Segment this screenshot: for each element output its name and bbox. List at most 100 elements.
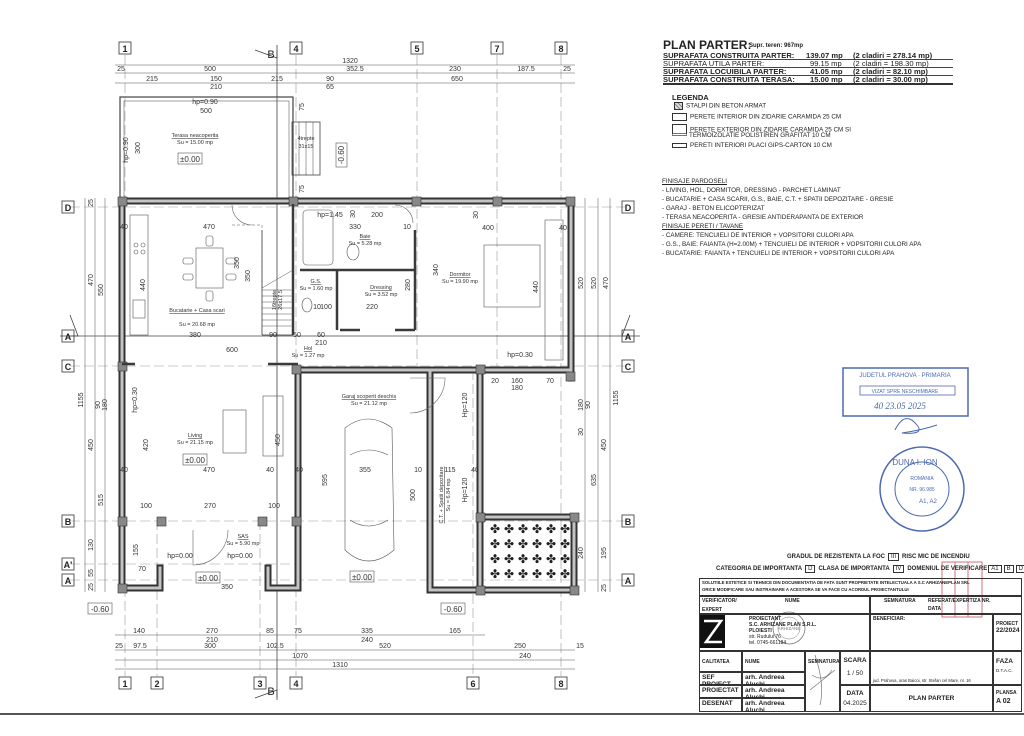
dimension-text: 70: [138, 566, 146, 573]
car-outline: [344, 418, 395, 562]
plant-icon: ✤: [490, 552, 500, 566]
sheet-number: A 02: [996, 698, 1011, 705]
dimension-text: 90: [269, 332, 277, 339]
interior-wall-swatch-icon: [672, 113, 687, 121]
verification-domain: B: [1003, 565, 1014, 573]
dimension-text: 100: [140, 503, 152, 510]
floor-finish: - GARAJ - BETON ELICOPTERIZAT: [662, 205, 765, 212]
fire-resistance-value: III: [888, 553, 900, 561]
legend-label: PERETE INTERIOR DIN ZIDARIE CARAMIDA 25 …: [690, 113, 842, 121]
verification-domain: A1: [988, 565, 1002, 573]
dimension-text: 520: [578, 277, 585, 289]
dimension-lines: [84, 64, 611, 670]
plant-icon: ✤: [490, 522, 500, 536]
area-label: SUPRAFATA LOCUIBILA PARTER:: [663, 67, 787, 76]
grid-label: A: [625, 576, 632, 586]
plant-icon: ✤: [490, 567, 500, 581]
verifier-stamp: DUNA I. ION ROMANIA NR. 96.985 A1, A2: [879, 446, 965, 532]
top-dimensions: 1320 25 500 352.5 230 187.5 25 215 150 2…: [117, 58, 571, 91]
dimension-text: 100: [268, 503, 280, 510]
dimension-text: 470: [88, 274, 95, 286]
dimension-text: 180: [102, 399, 109, 411]
dimension-text: 115: [444, 467, 455, 474]
plant-icon: ✤: [532, 522, 542, 536]
dimension-text: 270: [204, 503, 216, 510]
left-dimensions: 25 470 550 1155 90 180 450 515 130 55 25: [78, 199, 109, 591]
sheet-border: [0, 713, 1024, 715]
grid-label: 2: [154, 679, 159, 689]
dimension-text: 195: [601, 547, 608, 559]
legend-label: PERETE EXTERIOR DIN ZIDARIE CARAMIDA 25 …: [690, 126, 851, 134]
sheet-label: PLANSA: [996, 690, 1017, 696]
dimension-text: 300: [135, 142, 142, 154]
column-hatch-icon: [674, 102, 683, 110]
role-label: SEF PROIECT: [699, 672, 742, 688]
wall-finishes-title: FINISAJE PERETI / TAVANE: [662, 223, 744, 230]
exterior-wall-swatch-icon: [672, 124, 687, 136]
room-name: Dormitor: [449, 272, 470, 278]
dimension-text: 15: [576, 643, 584, 650]
room-name: Garaj scoperit deschis: [342, 394, 397, 400]
svg-text:ARHIZANE: ARHIZANE: [778, 626, 801, 631]
wall-finish: - CAMERE: TENCUIELI DE INTERIOR + VOPSIT…: [662, 232, 854, 239]
wall-finish: - G.S., BAIE: FAIANTA (H=2.00M) + TENCUI…: [662, 241, 922, 248]
grid-label: 8: [558, 44, 563, 54]
expert-label: EXPERT: [702, 607, 723, 613]
dimension-text: 1310: [332, 662, 348, 669]
bottom-dimensions: 140 270 85 75 335 165 210 240 25 97.5 30…: [115, 628, 584, 669]
dimension-text: 155: [133, 544, 140, 556]
dimension-text: 25: [88, 583, 95, 591]
dimension-text: 100: [320, 304, 332, 311]
area-value: 41.05 mp: [810, 67, 843, 76]
verification-domain: D: [1015, 565, 1024, 573]
level-marker: ±0.00: [180, 155, 201, 164]
grid-label: 7: [494, 44, 499, 54]
area-total: (2 cladiri = 30.00 mp): [853, 75, 928, 84]
dimension-text: 75: [299, 103, 306, 111]
role-name: arh. Andreea Aluchi: [742, 672, 805, 688]
legend-item: PERETE INTERIOR DIN ZIDARIE CARAMIDA 25 …: [672, 113, 841, 121]
dimension-text: 350: [221, 584, 233, 591]
room-name: Bucatarie + Casa scari: [169, 308, 224, 314]
dimension-text: 200: [371, 212, 383, 219]
project-label: PROIECT: [996, 621, 1019, 627]
dimension-text: Hp=120: [462, 478, 469, 503]
plant-icon: ✤: [532, 567, 542, 581]
section-label: B: [267, 49, 274, 61]
stair-note: 26x17.5: [278, 290, 284, 310]
dimension-text: hp=0.30: [132, 387, 139, 413]
grid-label: 1: [122, 44, 127, 54]
svg-text:ROMANIA: ROMANIA: [910, 476, 934, 482]
stair-note: 31x15: [299, 144, 314, 150]
signature-header: SEMNATURA: [805, 651, 840, 712]
land-area-label: Supr. teren:: [749, 43, 783, 49]
dimension-text: 270: [206, 628, 218, 635]
dimension-text: 335: [361, 628, 373, 635]
phase-label: FAZA: [996, 658, 1013, 665]
plant-icon: ✤: [532, 552, 542, 566]
room-area: Su = 1.27 mp: [292, 353, 325, 359]
level-marker: -0.60: [337, 145, 346, 164]
toilet: [346, 243, 360, 261]
dimension-text: 210: [210, 84, 222, 91]
dimension-text: 180: [511, 385, 523, 392]
role-label: DESENAT: [699, 698, 742, 712]
dimension-text: 515: [98, 494, 105, 506]
dimension-text: hp=0.30: [507, 352, 533, 359]
level-marker: ±0.00: [185, 456, 206, 465]
plant-icon: ✤: [560, 552, 570, 566]
scale-label: SCARA: [843, 657, 867, 664]
designer-label: PROIECTANT: [749, 616, 782, 622]
floor-finish: - LIVING, HOL, DORMITOR, DRESSING - PARC…: [662, 187, 841, 194]
dimension-text: 40: [120, 467, 128, 474]
dimension-text: 25: [563, 66, 571, 73]
level-marker: -0.60: [444, 605, 463, 614]
planter: ✤✤✤✤✤✤✤✤✤✤✤✤✤✤✤✤✤✤✤✤✤✤✤✤: [490, 522, 570, 581]
